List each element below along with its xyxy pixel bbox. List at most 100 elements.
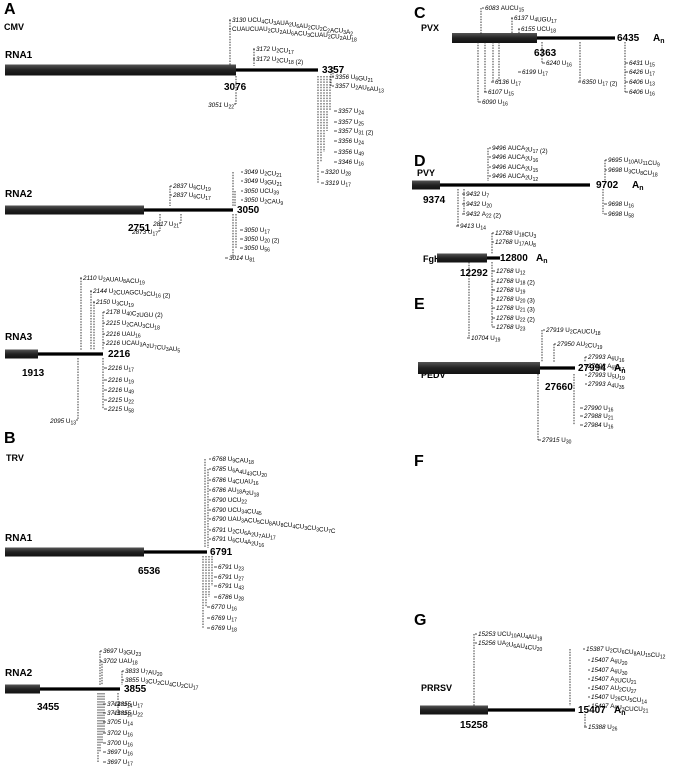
segment-end-position: 12800: [500, 253, 528, 264]
below-clone-label: 3700 U16: [107, 740, 133, 749]
below-clone-label: 3855 U22: [117, 710, 143, 719]
rna-segment-name: RNA2: [5, 668, 33, 679]
above-clone-label: 2216 UCAU3A2U7CU3AU5: [105, 340, 180, 355]
below-clone-label: 9432 U20: [466, 201, 492, 210]
below-clone-label: 2216 U17: [107, 365, 134, 374]
split-clone-label: 2095 U13: [49, 418, 76, 427]
below-clone-label: 12768 U22 (2): [496, 315, 535, 324]
below-clone-label: 6406 U13: [629, 79, 655, 88]
below-clone-label: 27984 U16: [583, 422, 614, 431]
above-clone-label: 15407 A2UCU21: [591, 676, 637, 686]
below-clone-label: 6791 U43: [218, 583, 244, 592]
above-clone-label: 3833 U7AU20: [125, 668, 163, 678]
below-clone-label: 2215 U58: [107, 406, 134, 415]
above-clone-label: 3049 U3GU21: [244, 178, 282, 188]
below-clone-label: 3711 U10: [107, 710, 133, 719]
above-clone-label: 27993 A4U35: [587, 381, 625, 391]
below-clone-label: 6770 U16: [211, 604, 237, 613]
below-clone-label: 6107 U15: [488, 89, 514, 98]
below-clone-label: 6090 U16: [482, 99, 508, 108]
panel-letter: C: [414, 5, 426, 22]
above-clone-label: 27993 U5U19: [587, 372, 625, 382]
rna-segment-name: RNA2: [5, 189, 33, 200]
segment-genome-bar: [420, 705, 488, 715]
above-clone-label: 15407 AU2CU27: [591, 685, 637, 695]
above-clone-label: CUAUCUAU2CU2AU6ACU3CUAU2CU2AU18: [232, 26, 357, 44]
above-clone-label: 15407 A6U3CUCU21: [591, 703, 649, 715]
above-clone-label: 6791 U2CU6A2U7AU17: [212, 527, 276, 542]
below-clone-label: 27988 U21: [583, 413, 614, 422]
above-clone-label: 15256 UA2U6AU4CU20: [478, 640, 543, 653]
below-clone-label: 2216 U49: [107, 387, 134, 396]
above-clone-label: 6785 U6A4U43CU20: [212, 466, 267, 479]
below-clone-label: 9432 U7: [466, 191, 489, 200]
above-clone-label: 2216 UAU16: [105, 331, 141, 340]
segment-genome-bar: [5, 684, 40, 694]
segment-genome-bar: [5, 547, 144, 557]
below-clone-label: 6136 U17: [495, 79, 521, 88]
below-clone-label: 3357 U24: [338, 108, 364, 117]
above-clone-label: 9496 AUCA2U17 (2): [492, 145, 548, 155]
below-clone-label: 6240 U16: [546, 60, 572, 69]
above-clone-label: 12768 U17AU8: [495, 239, 536, 249]
above-clone-label: 15407 A6U20: [591, 657, 628, 667]
segment-end-position: 3050: [237, 205, 260, 216]
below-clone-label: 10704 U19: [471, 335, 501, 344]
below-clone-label: 3050 U17: [244, 227, 270, 236]
above-clone-label: 2150 U3CU19: [95, 299, 134, 309]
segment-genome-bar: [5, 64, 236, 76]
above-clone-label: 3050 U2CAU9: [244, 197, 283, 207]
below-clone-label: 3050 U20 (2): [244, 236, 279, 245]
segment-genome-bar: [418, 362, 540, 374]
below-clone-label: 27915 U30: [541, 437, 572, 446]
segment-genome-bar: [412, 180, 440, 190]
above-clone-label: 9698 U3CU8CU18: [608, 167, 658, 179]
above-clone-label: 3855 U3CU2CU4CU2CU17: [125, 677, 199, 692]
below-clone-label: 2215 U22: [107, 397, 134, 406]
above-clone-label: 6137 U4UGU17: [514, 15, 557, 25]
above-clone-label: 15387 U2CU6CU8AU15CU12: [586, 646, 666, 661]
above-clone-label: 3050 UCU39: [244, 188, 279, 197]
above-clone-label: 2178 U40C2UGU (2): [105, 309, 163, 319]
segment-start-position: 9374: [423, 195, 446, 206]
below-clone-label: 15388 U26: [588, 724, 618, 733]
split-clone-label: 2817 U21: [152, 221, 179, 230]
polya-tail-label: An: [614, 363, 626, 375]
segment-end-position: 9702: [596, 180, 619, 191]
polya-tail-label: An: [632, 180, 644, 192]
below-clone-label: 6199 U17: [522, 69, 548, 78]
above-clone-label: 9695 U10AU11CU9: [608, 157, 660, 169]
virus-name: PEDV: [421, 370, 446, 380]
above-clone-label: 6083 AUCU15: [485, 5, 524, 14]
below-clone-label: 6426 U17: [629, 69, 655, 78]
below-clone-label: 12768 U12: [496, 268, 526, 277]
rna-segment-name: RNA1: [5, 50, 33, 61]
below-clone-label: 3319 U17: [325, 180, 351, 189]
segment-end-position: 15407: [578, 705, 606, 716]
below-clone-label: 12768 U21 (3): [496, 305, 535, 314]
above-clone-label: 3130 UCU4CU3AUA2U6AU2CU2C2ACU3A2: [232, 17, 353, 38]
below-clone-label: 12768 U18 (2): [496, 278, 535, 287]
panel-letter: G: [414, 612, 426, 629]
below-clone-label: 9413 U14: [460, 223, 486, 232]
rna-segment-name: RNA3: [5, 332, 33, 343]
segment-genome-bar: [5, 349, 38, 359]
above-clone-label: 3702 UAU18: [103, 658, 138, 667]
below-clone-label: 3356 U49: [338, 149, 364, 158]
above-clone-label: 3172 U2CU18 (2): [256, 56, 303, 66]
panel-letter: D: [414, 153, 426, 170]
polya-tail-label: An: [653, 33, 665, 45]
split-clone-label: 2873 U17: [131, 229, 158, 238]
segment-start-position: 1913: [22, 368, 45, 379]
below-clone-label: 3357 U31 (2): [338, 128, 373, 137]
above-clone-label: 2144 U2CUAGCU3CU16 (2): [92, 288, 170, 300]
